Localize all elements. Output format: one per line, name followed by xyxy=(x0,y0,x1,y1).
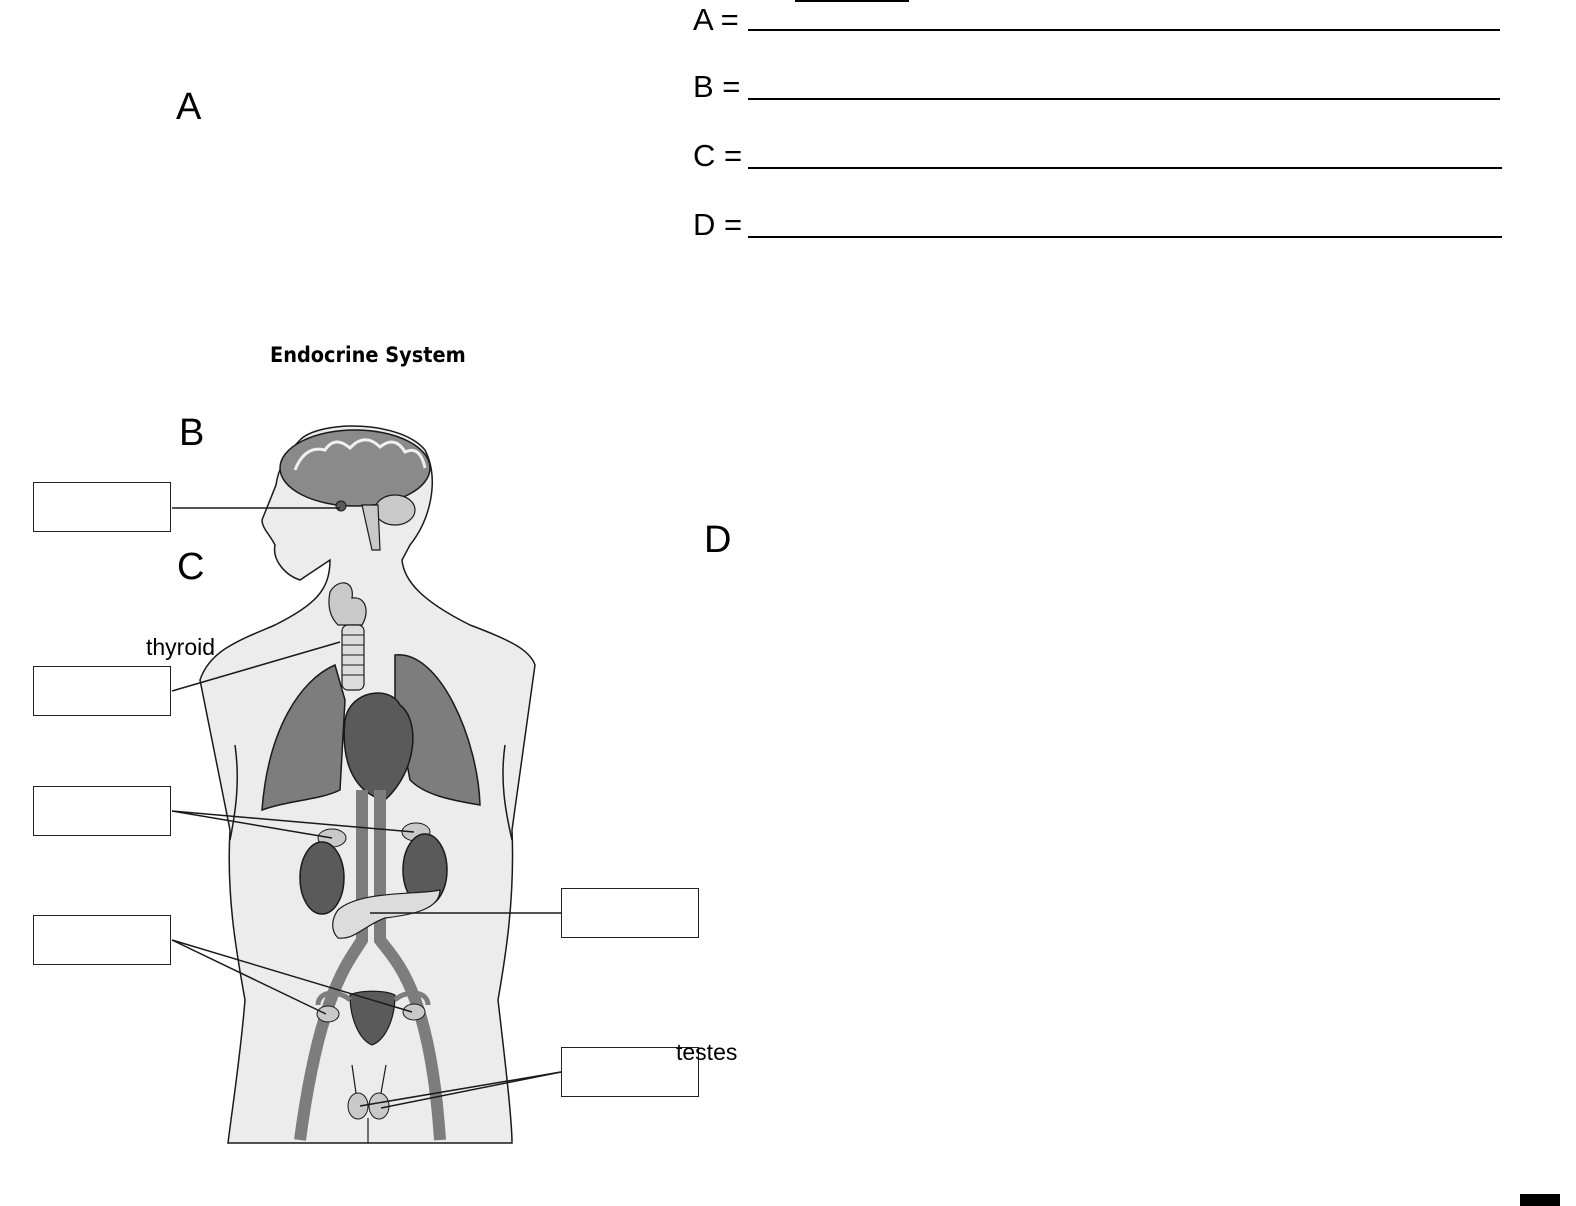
label-box-thyroid[interactable] xyxy=(33,666,171,716)
pancreas xyxy=(332,889,441,939)
label-thyroid: thyroid xyxy=(146,634,216,660)
aorta xyxy=(294,790,446,1141)
spermatic-cords xyxy=(351,1064,387,1143)
answer-blank-c[interactable] xyxy=(748,167,1502,169)
answer-label-d: D = xyxy=(693,207,743,242)
leader-testis-right xyxy=(380,1071,562,1109)
answer-row-b: B = xyxy=(693,71,740,102)
section-letter-a: A xyxy=(176,86,202,128)
brain-folds xyxy=(293,438,427,471)
diagram-title: Endocrine System xyxy=(270,343,466,367)
right-lung xyxy=(394,654,481,806)
testis-right xyxy=(368,1092,390,1120)
pituitary-gland xyxy=(335,500,347,512)
answer-row-d: D = xyxy=(693,209,742,240)
leader-ovary-right xyxy=(171,939,413,1013)
uterus xyxy=(349,990,396,1046)
leader-adrenal-left xyxy=(171,810,333,839)
leader-testis-left xyxy=(359,1071,562,1107)
answer-blank-a[interactable] xyxy=(748,29,1500,31)
label-box-pituitary[interactable] xyxy=(33,482,171,532)
cerebellum xyxy=(374,494,416,526)
answer-blank-b[interactable] xyxy=(748,98,1500,100)
ovary-left xyxy=(316,1005,340,1023)
thyroid-gland xyxy=(328,582,367,626)
page-corner-mark xyxy=(1520,1194,1560,1206)
trachea xyxy=(341,624,365,691)
leader-thyroid xyxy=(171,641,341,692)
brain xyxy=(279,429,431,507)
label-box-testes[interactable] xyxy=(561,1047,699,1097)
answer-row-c: C = xyxy=(693,140,742,171)
answer-label-c: C = xyxy=(693,138,743,173)
top-underline-fragment xyxy=(795,0,909,2)
testis-left xyxy=(347,1092,369,1120)
label-box-adrenal[interactable] xyxy=(33,786,171,836)
leader-adrenal-right xyxy=(171,810,415,833)
label-box-pancreas[interactable] xyxy=(561,888,699,938)
leader-ovary-left xyxy=(171,939,327,1015)
section-letter-b: B xyxy=(179,412,205,454)
left-lung xyxy=(261,663,346,812)
answer-label-a: A = xyxy=(693,2,739,37)
answer-label-b: B = xyxy=(693,69,741,104)
section-letter-c: C xyxy=(177,546,205,588)
torso-right-line xyxy=(502,744,513,841)
label-box-ovaries[interactable] xyxy=(33,915,171,965)
kidney-left xyxy=(299,841,345,915)
answer-blank-d[interactable] xyxy=(748,236,1502,238)
section-letter-d: D xyxy=(704,519,732,561)
heart xyxy=(343,692,414,801)
torso-left-line xyxy=(229,744,239,841)
answer-row-a: A = xyxy=(693,4,739,35)
brain-stem xyxy=(361,504,381,551)
ovary-right xyxy=(402,1003,426,1021)
fallopian-tubes xyxy=(315,990,431,1006)
label-testes: testes xyxy=(676,1039,738,1065)
trachea-rings xyxy=(342,634,364,676)
